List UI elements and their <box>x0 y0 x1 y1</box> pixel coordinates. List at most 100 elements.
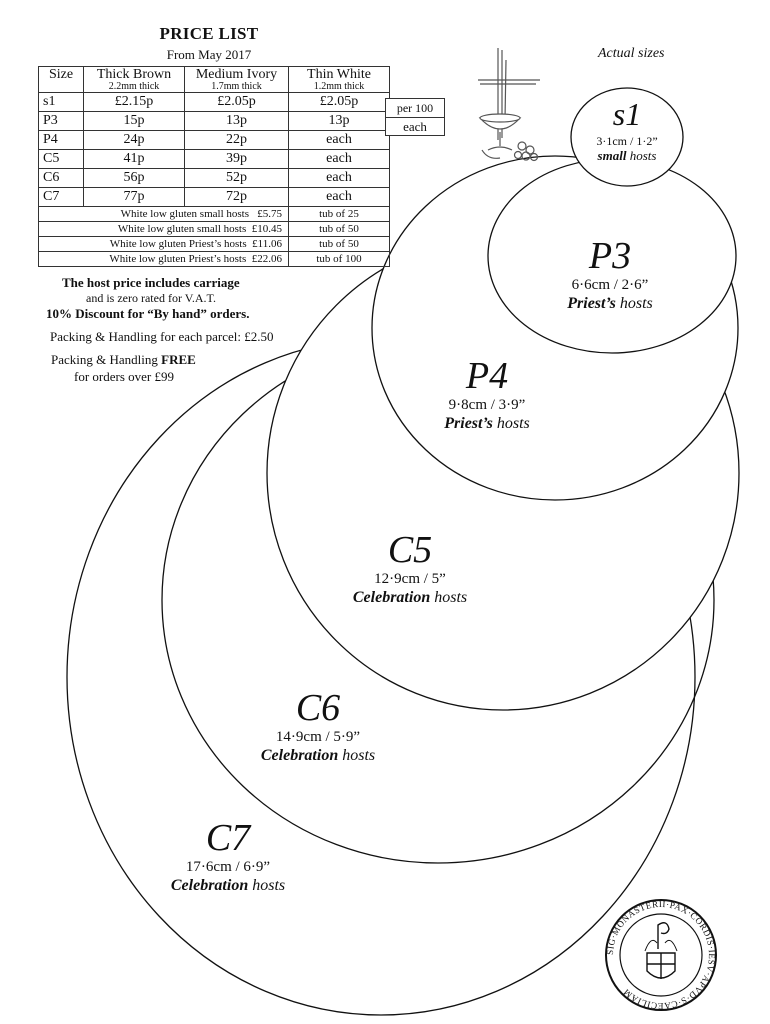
cell-size: C5 <box>38 149 84 169</box>
gluten-price: £10.45 <box>251 223 282 235</box>
kind-c7-bold: Celebration <box>170 877 249 894</box>
dim-c7: 17·6cm / 6·9” <box>185 859 271 875</box>
medium-ivory-name: Medium Ivory <box>195 67 278 82</box>
dim-c5: 12·9cm / 5” <box>374 571 446 587</box>
cell-size: P3 <box>38 111 84 131</box>
cell-size: C6 <box>38 168 84 188</box>
table-row: s1 £2.15p £2.05p £2.05p <box>38 92 390 112</box>
free-note-threshold: for orders over £99 <box>74 369 174 384</box>
circle-s1 <box>570 87 684 187</box>
per-100-label: per 100 <box>385 98 445 118</box>
gluten-unit: tub of 25 <box>288 206 390 222</box>
kind-c7-rest: hosts <box>248 877 286 894</box>
label-p3: P3 6·6cm / 2·6” Priest’s hosts <box>540 236 680 314</box>
page-subtitle: From May 2017 <box>166 47 252 62</box>
label-p4: P4 9·8cm / 3·9” Priest’s hosts <box>414 356 560 434</box>
medium-ivory-thickness: 1.7mm thick <box>211 81 262 92</box>
kind-c5-bold: Celebration <box>352 589 431 606</box>
kind-c5: Celebration hosts <box>330 588 490 608</box>
chalice-cross-icon <box>478 48 540 162</box>
packing-note: Packing & Handling for each parcel: £2.5… <box>50 329 274 344</box>
discount-note: 10% Discount for “By hand” orders. <box>46 306 250 321</box>
each-label: each <box>385 117 445 136</box>
free-note: Packing & Handling FREE <box>51 352 196 368</box>
kind-s1: small hosts <box>570 148 684 164</box>
gluten-row: White low gluten small hosts £5.75 tub o… <box>38 206 390 222</box>
kind-c7: Celebration hosts <box>148 876 308 896</box>
gluten-product: White low gluten Priest’s hosts <box>109 253 247 265</box>
cell-white: each <box>288 149 390 169</box>
cell-size: P4 <box>38 130 84 150</box>
cell-size: s1 <box>38 92 84 112</box>
free-pre: Packing & Handling <box>51 352 162 367</box>
cell-ivory: 39p <box>184 149 289 169</box>
thick-brown-thickness: 2.2mm thick <box>108 81 160 92</box>
size-c5: C5 <box>387 529 433 571</box>
cell-ivory: £2.05p <box>184 92 289 112</box>
table-row: P4 24p 22p each <box>38 130 390 150</box>
label-c7: C7 17·6cm / 6·9” Celebration hosts <box>148 818 308 896</box>
monastery-seal-icon: SIG·MONASTERII·PAX·CORDIS·IESV·APVD·S·CA… <box>605 899 717 1011</box>
gluten-row: White low gluten Priest’s hosts £22.06 t… <box>38 251 390 267</box>
size-c7: C7 <box>205 817 251 859</box>
cell-white: each <box>288 187 390 207</box>
kind-p3: Priest’s hosts <box>540 294 680 314</box>
dim-s1: 3·1cm / 1·2” <box>596 134 658 148</box>
table-row: C7 77p 72p each <box>38 187 390 207</box>
label-c5: C5 12·9cm / 5” Celebration hosts <box>330 530 490 608</box>
label-c6: C6 14·9cm / 5·9” Celebration hosts <box>238 688 398 766</box>
cell-size: C7 <box>38 187 84 207</box>
kind-c6-rest: hosts <box>338 747 376 764</box>
page-title: PRICE LIST <box>159 24 259 43</box>
kind-c5-rest: hosts <box>430 589 468 606</box>
thin-white-name: Thin White <box>307 67 371 82</box>
gluten-name: White low gluten Priest’s hosts £11.06 <box>38 236 289 252</box>
gluten-product: White low gluten small hosts <box>120 208 249 220</box>
gluten-name: White low gluten small hosts £10.45 <box>38 221 289 237</box>
cell-white: 13p <box>288 111 390 131</box>
kind-s1-bold: small <box>597 148 627 163</box>
gluten-unit: tub of 100 <box>288 251 390 267</box>
gluten-price: £5.75 <box>257 208 282 220</box>
label-s1: s1 3·1cm / 1·2” small hosts <box>570 96 684 164</box>
dim-p3: 6·6cm / 2·6” <box>571 277 649 293</box>
cell-white: each <box>288 168 390 188</box>
cell-ivory: 52p <box>184 168 289 188</box>
cell-brown: 41p <box>83 149 185 169</box>
gluten-unit: tub of 50 <box>288 236 390 252</box>
cell-ivory: 72p <box>184 187 289 207</box>
gluten-row: White low gluten Priest’s hosts £11.06 t… <box>38 236 390 252</box>
header-size: Size <box>38 66 84 93</box>
kind-p3-rest: hosts <box>615 295 653 312</box>
free-bold: FREE <box>161 352 196 367</box>
cell-white: £2.05p <box>288 92 390 112</box>
vat-note: and is zero rated for V.A.T. <box>86 291 216 305</box>
carriage-note: The host price includes carriage <box>62 275 240 290</box>
table-row: P3 15p 13p 13p <box>38 111 390 131</box>
dim-p4: 9·8cm / 3·9” <box>448 397 526 413</box>
table-row: C6 56p 52p each <box>38 168 390 188</box>
size-p3: P3 <box>588 235 632 277</box>
actual-sizes-note: Actual sizes <box>598 46 665 61</box>
kind-p4: Priest’s hosts <box>414 414 560 434</box>
dim-c6: 14·9cm / 5·9” <box>275 729 361 745</box>
thick-brown-name: Thick Brown <box>96 67 172 82</box>
cell-ivory: 22p <box>184 130 289 150</box>
kind-c6-bold: Celebration <box>260 747 339 764</box>
kind-p3-bold: Priest’s <box>567 295 616 312</box>
cell-brown: 56p <box>83 168 185 188</box>
kind-p4-rest: hosts <box>492 415 530 432</box>
gluten-product: White low gluten Priest’s hosts <box>109 238 247 250</box>
size-s1: s1 <box>612 96 642 132</box>
cell-brown: £2.15p <box>83 92 185 112</box>
gluten-unit: tub of 50 <box>288 221 390 237</box>
cell-brown: 77p <box>83 187 185 207</box>
thin-white-thickness: 1.2mm thick <box>313 81 365 92</box>
kind-s1-rest: hosts <box>626 148 657 163</box>
gluten-price: £11.06 <box>252 238 282 250</box>
